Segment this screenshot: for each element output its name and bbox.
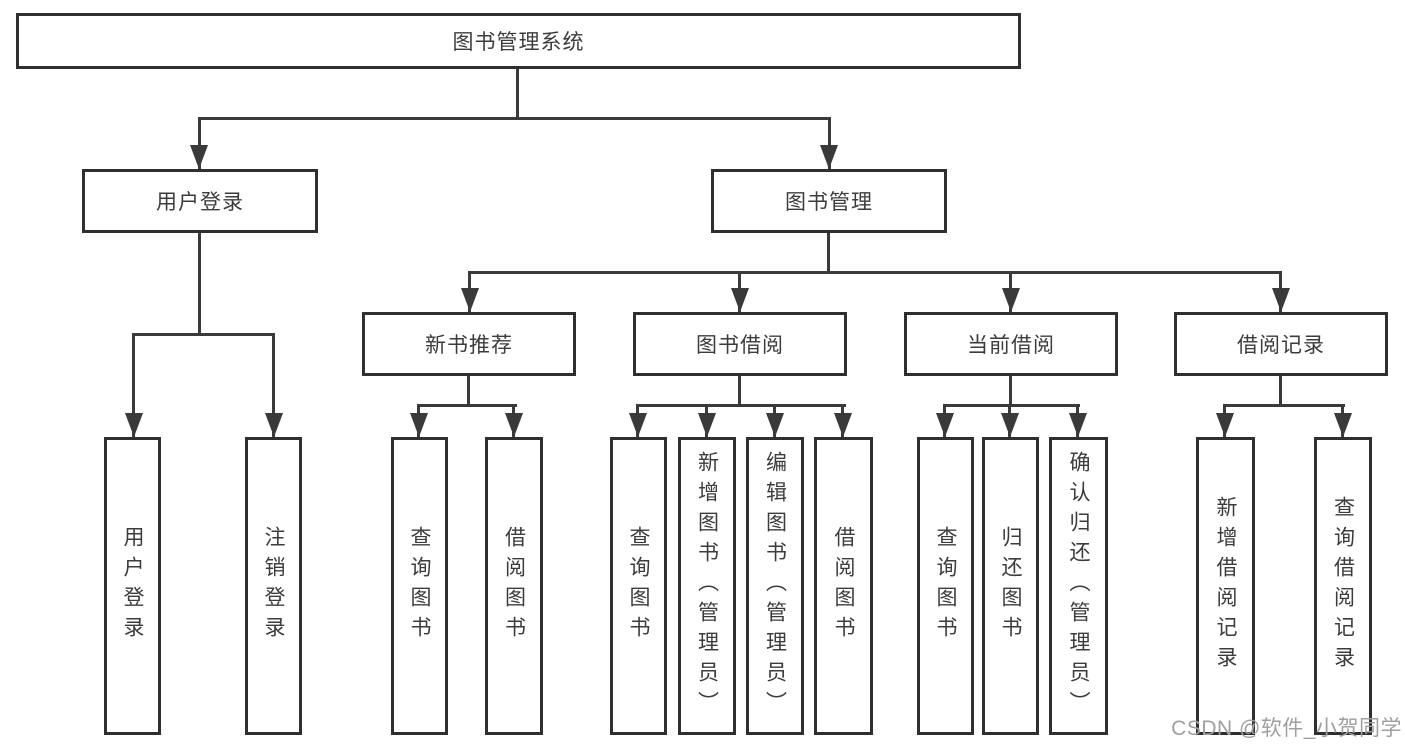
arrow-down-icon (505, 413, 523, 437)
leaf-logout: 注销登录 (245, 437, 302, 735)
leaf-user-login: 用户登录 (104, 437, 161, 735)
leaf-user-login-label: 用户登录 (121, 526, 144, 646)
node-current-borrow: 当前借阅 (904, 312, 1118, 376)
connector-line (1223, 404, 1345, 407)
connector-line (827, 233, 830, 273)
leaf-records-add-record: 新增借阅记录 (1196, 437, 1255, 735)
node-current-borrow-label: 当前借阅 (967, 334, 1055, 357)
leaf-current-return-book: 归还图书 (982, 437, 1039, 735)
connector-line (198, 233, 201, 336)
leaf-recommend-query-book: 查询图书 (391, 437, 448, 735)
connector-line (417, 404, 517, 407)
leaf-records-query-record-label: 查询借阅记录 (1331, 496, 1355, 676)
leaf-borrow-query-book: 查询图书 (610, 437, 667, 735)
arrow-down-icon (698, 413, 716, 437)
arrow-down-icon (834, 413, 852, 437)
arrow-down-icon (1069, 413, 1087, 437)
csdn-watermark: CSDN @软件_小贺同学 (1171, 717, 1402, 740)
connector-line (828, 117, 831, 169)
connector-line (132, 333, 275, 336)
leaf-current-confirm-return-admin-label: 确认归还（管理员） (1067, 451, 1090, 721)
arrow-down-icon (766, 413, 784, 437)
leaf-current-confirm-return-admin: 确认归还（管理员） (1049, 437, 1108, 735)
connector-line (272, 333, 275, 437)
leaf-borrow-edit-book-admin-label: 编辑图书（管理员） (763, 451, 787, 721)
leaf-current-return-book-label: 归还图书 (999, 526, 1022, 646)
leaf-borrow-query-book-label: 查询图书 (627, 526, 650, 646)
node-new-book-recommend: 新书推荐 (362, 312, 576, 376)
arrow-down-icon (1002, 288, 1020, 312)
connector-line (1279, 376, 1282, 406)
connector-line (467, 376, 470, 406)
connector-line (468, 271, 1282, 274)
arrow-down-icon (820, 145, 838, 169)
arrow-down-icon (1001, 413, 1019, 437)
arrow-down-icon (190, 145, 208, 169)
arrow-down-icon (125, 413, 143, 437)
arrow-down-icon (629, 413, 647, 437)
node-user-login-label: 用户登录 (156, 191, 244, 214)
connector-line (1009, 376, 1012, 406)
node-root-label: 图书管理系统 (452, 31, 585, 54)
arrow-down-icon (410, 413, 428, 437)
connector-line (738, 376, 741, 406)
leaf-borrow-borrow-book-label: 借阅图书 (832, 526, 855, 646)
arrow-down-icon (936, 413, 954, 437)
leaf-current-query-book-label: 查询图书 (934, 526, 957, 646)
connector-line (198, 117, 831, 120)
leaf-records-query-record: 查询借阅记录 (1314, 437, 1372, 735)
arrow-down-icon (1272, 288, 1290, 312)
leaf-logout-label: 注销登录 (262, 526, 285, 646)
leaf-borrow-add-book-admin-label: 新增图书（管理员） (695, 451, 719, 721)
node-user-login: 用户登录 (82, 169, 318, 233)
arrow-down-icon (1216, 413, 1234, 437)
node-borrow-records-label: 借阅记录 (1237, 334, 1325, 357)
leaf-borrow-edit-book-admin: 编辑图书（管理员） (746, 437, 804, 735)
leaf-recommend-query-book-label: 查询图书 (408, 526, 431, 646)
node-book-management-label: 图书管理 (785, 191, 873, 214)
node-book-management: 图书管理 (711, 169, 947, 233)
arrow-down-icon (461, 288, 479, 312)
node-borrow-records: 借阅记录 (1174, 312, 1388, 376)
leaf-current-query-book: 查询图书 (917, 437, 974, 735)
node-book-borrow: 图书借阅 (633, 312, 847, 376)
node-root: 图书管理系统 (16, 13, 1021, 69)
arrow-down-icon (731, 288, 749, 312)
connector-line (132, 333, 135, 437)
leaf-borrow-borrow-book: 借阅图书 (814, 437, 873, 735)
connector-line (636, 404, 846, 407)
connector-line (943, 404, 1080, 407)
arrow-down-icon (1334, 413, 1352, 437)
leaf-recommend-borrow-book-label: 借阅图书 (502, 526, 526, 646)
leaf-records-add-record-label: 新增借阅记录 (1214, 496, 1237, 676)
node-book-borrow-label: 图书借阅 (696, 334, 784, 357)
node-new-book-recommend-label: 新书推荐 (425, 334, 513, 357)
connector-line (516, 69, 519, 118)
leaf-borrow-add-book-admin: 新增图书（管理员） (678, 437, 736, 735)
arrow-down-icon (265, 413, 283, 437)
connector-line (198, 117, 201, 169)
leaf-recommend-borrow-book: 借阅图书 (485, 437, 543, 735)
